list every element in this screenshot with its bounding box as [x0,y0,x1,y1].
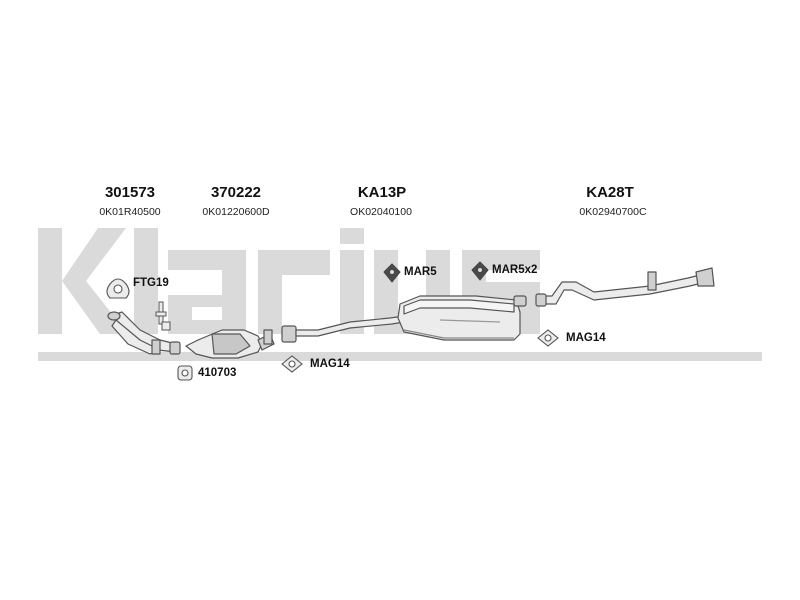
oe-number-4: 0K02940700C [579,206,647,218]
oe-number-1: 0K01R40500 [99,206,161,218]
mount-mag14-center-icon [281,355,303,373]
part-number-2: 370222 [210,184,262,201]
rubber-hanger-mar5-icon [383,263,401,283]
rear-pipe-ka28t [535,267,715,307]
accessory-mar5x2-label: MAR5x2 [492,264,538,276]
part-number-4: KA28T [586,184,634,201]
accessory-mag14-right-label: MAG14 [566,332,606,344]
mount-mag14-right-icon [537,329,559,347]
bolt-icon [155,301,171,331]
part-number-3: KA13P [357,184,407,201]
accessory-clamp-label: 410703 [198,367,237,379]
clamp-410703-icon [177,365,193,381]
oe-number-2: 0K01220600D [202,206,270,218]
watermark-letter-k [38,228,128,334]
accessory-ftg19-label: FTG19 [133,277,169,289]
watermark-letter-i [340,228,364,334]
accessory-mar5-label: MAR5 [404,266,437,278]
oe-number-3: OK02040100 [350,206,412,218]
watermark-underline [38,352,762,361]
front-pipe-301573 [107,311,181,355]
catalytic-converter-370222 [185,329,275,359]
watermark-letter-r [258,250,330,334]
gasket-ftg19-icon [106,278,130,299]
rubber-hanger-mar5x2-icon [471,261,489,281]
watermark-letter-a [168,250,246,334]
accessory-mag14-center-label: MAG14 [310,358,350,370]
part-number-1: 301573 [104,184,156,201]
watermark-letter-l [134,228,158,334]
centre-silencer-ka13p [281,295,527,343]
